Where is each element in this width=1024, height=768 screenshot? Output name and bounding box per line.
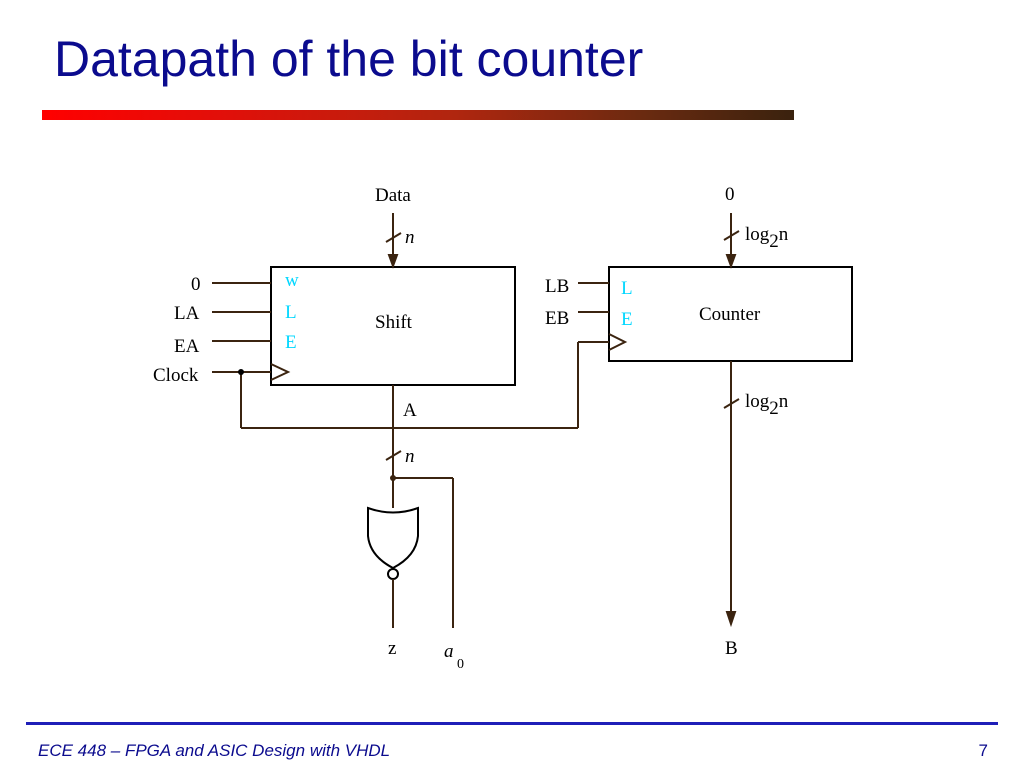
label-input-zero: 0 bbox=[191, 274, 201, 295]
port-l-shift: L bbox=[285, 302, 297, 323]
label-output-width: n bbox=[405, 446, 415, 467]
label-eb: EB bbox=[545, 308, 569, 329]
log-out-sub: 2 bbox=[769, 398, 779, 419]
label-ea: EA bbox=[174, 336, 200, 357]
nor-gate bbox=[367, 506, 419, 570]
slash-counter-output bbox=[723, 398, 740, 409]
arrow-counter-data-in bbox=[725, 254, 737, 269]
label-a0-sub: 0 bbox=[457, 657, 464, 672]
footer-course: ECE 448 – FPGA and ASIC Design with VHDL bbox=[38, 741, 391, 760]
label-shift: Shift bbox=[375, 312, 413, 333]
shift-clock-triangle bbox=[270, 363, 291, 381]
nor-bubble bbox=[387, 568, 399, 580]
log-out-var: n bbox=[779, 391, 789, 412]
slash-counter-data-in bbox=[723, 230, 740, 241]
slide-title: Datapath of the bit counter bbox=[54, 31, 644, 87]
label-z: z bbox=[388, 638, 396, 659]
footer-rule bbox=[26, 722, 998, 725]
label-a: A bbox=[403, 400, 417, 421]
label-clock: Clock bbox=[153, 365, 199, 386]
log-in-var: n bbox=[779, 224, 789, 245]
label-log-out: log2n bbox=[745, 391, 789, 419]
label-data: Data bbox=[375, 185, 411, 206]
port-e-counter: E bbox=[621, 309, 633, 330]
junction-a0 bbox=[390, 475, 396, 481]
label-log-in: log2n bbox=[745, 224, 789, 252]
page-number: 7 bbox=[978, 741, 988, 760]
port-w: w bbox=[285, 270, 299, 291]
label-counter: Counter bbox=[699, 304, 761, 325]
slash-shift-output bbox=[385, 450, 402, 461]
port-l-counter: L bbox=[621, 278, 633, 299]
label-data-width: n bbox=[405, 227, 415, 248]
label-counter-zero: 0 bbox=[725, 184, 735, 205]
log-in-prefix: log bbox=[745, 224, 770, 245]
label-a0: a bbox=[444, 641, 454, 662]
slash-data-in bbox=[385, 232, 402, 243]
arrow-data-in bbox=[387, 254, 399, 269]
label-la: LA bbox=[174, 303, 200, 324]
title-underline-bar bbox=[42, 110, 794, 120]
junction-clock bbox=[238, 369, 244, 375]
log-in-sub: 2 bbox=[769, 231, 779, 252]
log-out-prefix: log bbox=[745, 391, 770, 412]
label-b: B bbox=[725, 638, 738, 659]
arrow-counter-output bbox=[725, 611, 737, 628]
counter-clock-triangle bbox=[608, 333, 628, 351]
label-lb: LB bbox=[545, 276, 569, 297]
port-e-shift: E bbox=[285, 332, 297, 353]
